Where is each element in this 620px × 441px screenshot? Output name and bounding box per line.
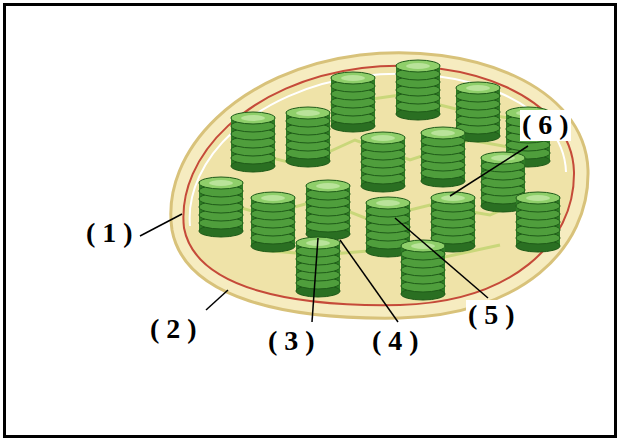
callout-number: ( 2 ) [148,314,199,345]
callout-number: ( 3 ) [266,326,317,357]
callout-number: ( 6 ) [520,110,571,141]
callout-number: ( 1 ) [84,218,135,249]
leader-lines [140,146,528,322]
callout-number: ( 4 ) [370,326,421,357]
callout-number: ( 5 ) [466,300,517,331]
